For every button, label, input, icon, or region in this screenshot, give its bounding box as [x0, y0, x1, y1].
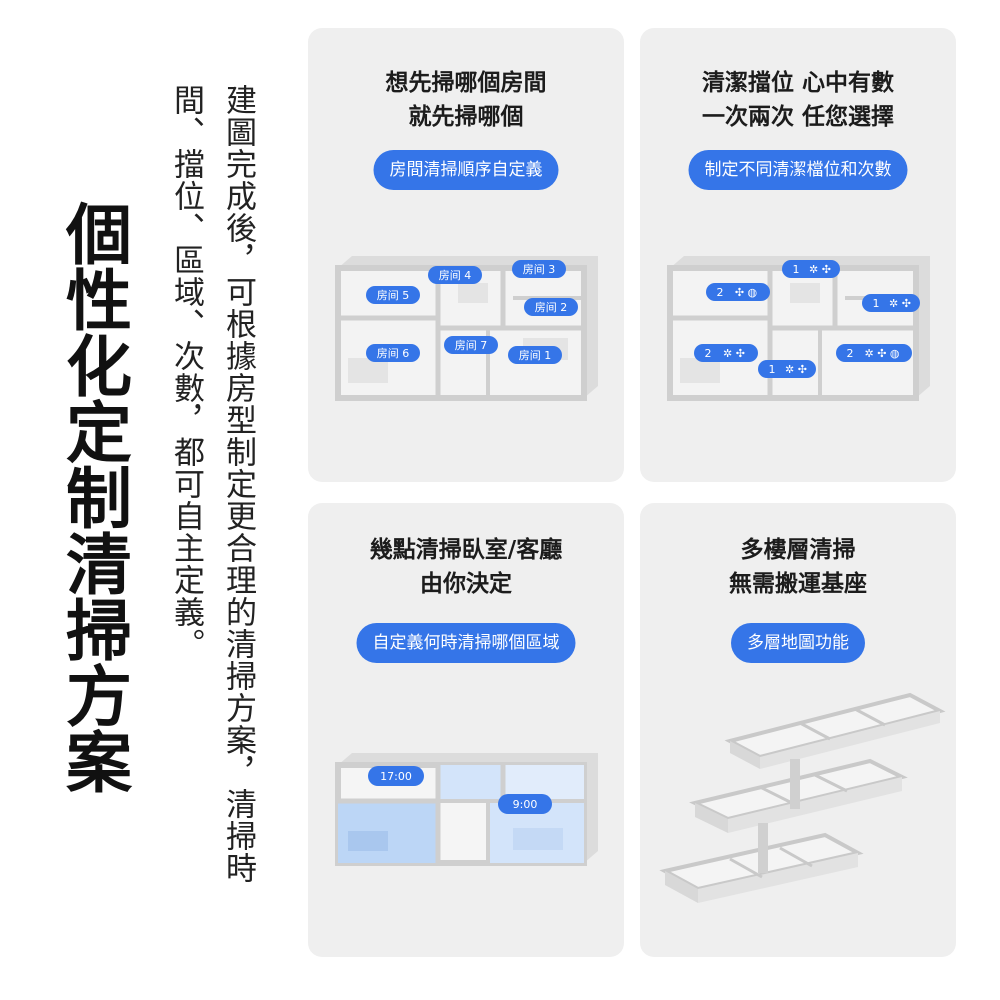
suction-icon: ✲ ✣ [785, 363, 807, 376]
level-count: 2 [717, 286, 724, 299]
room-tag-label: 房间 6 [377, 347, 410, 360]
level-count: 1 [793, 263, 800, 276]
room-tag: 房间 1 [508, 346, 562, 364]
suction-icon: ✲ ✣ [723, 347, 745, 360]
card-title: 幾點清掃臥室/客廳 由你決定 [308, 533, 624, 601]
schedule-pill: 自定義何時清掃哪個區域 [356, 623, 576, 663]
room-tag: 房间 6 [366, 344, 420, 362]
floorplan-map: 1 ✲ ✣ 2 ✣ ◍ 1 ✲ ✣ 2 ✲ ✣ 1 ✲ ✣ 2 ✲ ✣ ◍ [667, 256, 930, 401]
card-cleaning-level: 清潔擋位 心中有數 一次兩次 任您選擇 制定不同清潔檔位和次數 1 ✲ ✣ 2 ✣ … [640, 28, 956, 482]
level-tag: 2 ✲ ✣ ◍ [836, 344, 912, 362]
level-count: 1 [873, 297, 880, 310]
room-tag-label: 房间 5 [377, 289, 410, 302]
room-tag-label: 房间 4 [439, 269, 472, 282]
cleaning-level-pill: 制定不同清潔檔位和次數 [688, 150, 908, 190]
floorplan-map: 房间 4 房间 3 房间 5 房间 2 房间 7 房间 6 房间 1 [335, 256, 598, 401]
card-title: 想先掃哪個房間 就先掃哪個 [308, 66, 624, 134]
card-title-line: 一次兩次 任您選擇 [701, 104, 894, 130]
level-tag: 1 ✲ ✣ [782, 260, 840, 278]
card-title: 清潔擋位 心中有數 一次兩次 任您選擇 [640, 66, 956, 134]
page-title: 個性化定制清掃方案 [55, 200, 132, 794]
card-room-order: 想先掃哪個房間 就先掃哪個 房間清掃順序自定義 房间 4 房间 3 房间 5 房… [308, 28, 624, 482]
level-tag: 2 ✣ ◍ [706, 283, 770, 301]
card-title: 多樓層清掃 無需搬運基座 [640, 533, 956, 601]
room-tag: 房间 2 [524, 298, 578, 316]
multi-floor-pill: 多層地圖功能 [731, 623, 865, 663]
floorplan-map: 17:00 9:00 [335, 753, 598, 866]
card-title-line: 想先掃哪個房間 [385, 70, 547, 96]
level-count: 2 [705, 347, 712, 360]
room-tag-label: 房间 1 [519, 349, 552, 362]
room-tag: 房间 3 [512, 260, 566, 278]
card-title-line: 清潔擋位 心中有數 [701, 70, 894, 96]
floor-level [689, 758, 908, 833]
room-tag: 房间 5 [366, 286, 420, 304]
card-schedule: 幾點清掃臥室/客廳 由你決定 自定義何時清掃哪個區域 17:00 9:00 [308, 503, 624, 957]
level-tag: 1 ✲ ✣ [862, 294, 920, 312]
room-tag-label: 房间 7 [455, 339, 488, 352]
suction-icon: ✣ ◍ [735, 286, 757, 299]
suction-icon: ✲ ✣ [889, 297, 911, 310]
level-count: 1 [769, 363, 776, 376]
time-label: 17:00 [380, 770, 412, 783]
card-title-line: 就先掃哪個 [408, 104, 524, 130]
room-tag: 房间 4 [428, 266, 482, 284]
suction-icon: ✲ ✣ [809, 263, 831, 276]
card-multi-floor: 多樓層清掃 無需搬運基座 多層地圖功能 [640, 503, 956, 957]
room-tag-label: 房间 3 [523, 263, 556, 276]
time-tag: 17:00 [368, 766, 424, 786]
feature-description: 建圖完成後，可根據房型制定更合理的清掃方案，清掃時間、擋位、區域、次數，都可自主… [168, 84, 256, 884]
time-tag: 9:00 [498, 794, 552, 814]
time-label: 9:00 [513, 798, 538, 811]
suction-icon: ✲ ✣ ◍ [864, 347, 899, 360]
card-title-line: 幾點清掃臥室/客廳 [369, 537, 563, 563]
room-tag: 房间 7 [444, 336, 498, 354]
card-title-line: 無需搬運基座 [729, 571, 867, 597]
room-order-pill: 房間清掃順序自定義 [373, 150, 559, 190]
floor-level [659, 823, 864, 903]
level-count: 2 [847, 347, 854, 360]
level-tag: 1 ✲ ✣ [758, 360, 816, 378]
floor-level [724, 692, 946, 769]
card-title-line: 由你決定 [420, 571, 512, 597]
room-tag-label: 房间 2 [535, 301, 568, 314]
card-title-line: 多樓層清掃 [740, 537, 856, 563]
multi-floor-map [659, 692, 946, 903]
level-tag: 2 ✲ ✣ [694, 344, 758, 362]
